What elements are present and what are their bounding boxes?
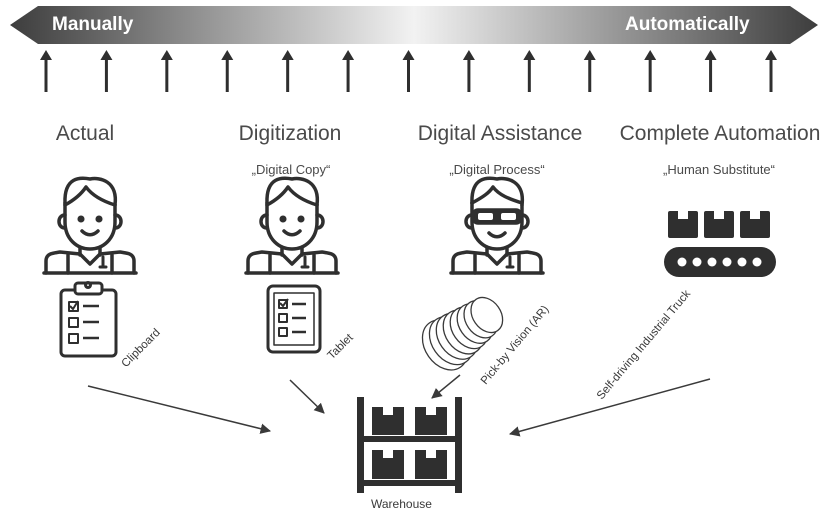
warehouse-label: Warehouse bbox=[371, 497, 432, 511]
flow-arrow-clipboard bbox=[87, 385, 272, 434]
worker-icon-digitization bbox=[244, 176, 340, 275]
tick-arrow-head bbox=[704, 50, 717, 60]
stage-title-digitization: Digitization bbox=[238, 122, 342, 145]
tick-arrow-head bbox=[523, 50, 536, 60]
conveyor-icon bbox=[664, 211, 776, 277]
vision-cone-layer bbox=[470, 296, 504, 334]
tick-arrow-head bbox=[583, 50, 596, 60]
scale-label-automatic: Automatically bbox=[625, 14, 750, 35]
stage-subtitle-assistance: „Digital Process“ bbox=[449, 162, 545, 177]
tick-arrow-head bbox=[40, 50, 52, 60]
tick-arrow-head bbox=[281, 50, 294, 60]
flow-arrow-vision bbox=[431, 374, 461, 399]
worker-icon-assistance bbox=[449, 176, 545, 275]
flow-arrows bbox=[87, 374, 711, 437]
tick-arrow-head bbox=[644, 50, 657, 60]
tablet-icon bbox=[266, 284, 322, 354]
vision-cone-icon bbox=[421, 296, 504, 371]
tick-arrow-head bbox=[402, 50, 415, 60]
tick-arrow-head bbox=[462, 50, 475, 60]
worker-icon-actual bbox=[42, 176, 138, 275]
tick-arrow-head bbox=[765, 50, 777, 60]
tick-arrow-head bbox=[160, 50, 173, 60]
stage-title-assistance: Digital Assistance bbox=[417, 122, 583, 145]
tick-arrow-head bbox=[221, 50, 234, 60]
tick-arrow-head bbox=[100, 50, 113, 60]
stage-title-actual: Actual bbox=[55, 122, 115, 145]
scale-label-manual: Manually bbox=[52, 14, 134, 35]
scale-tick-arrows bbox=[40, 50, 777, 92]
flow-arrow-tablet bbox=[289, 379, 325, 414]
flow-arrow-truck bbox=[508, 378, 711, 437]
tick-arrow-head bbox=[342, 50, 355, 60]
stage-subtitle-automation: „Human Substitute“ bbox=[663, 162, 775, 177]
stage-title-automation: Complete Automation bbox=[619, 122, 821, 145]
scale-band bbox=[10, 6, 818, 44]
stage-subtitle-digitization: „Digital Copy“ bbox=[251, 162, 331, 177]
warehouse-rack-icon bbox=[357, 397, 462, 493]
clipboard-icon bbox=[59, 281, 118, 358]
